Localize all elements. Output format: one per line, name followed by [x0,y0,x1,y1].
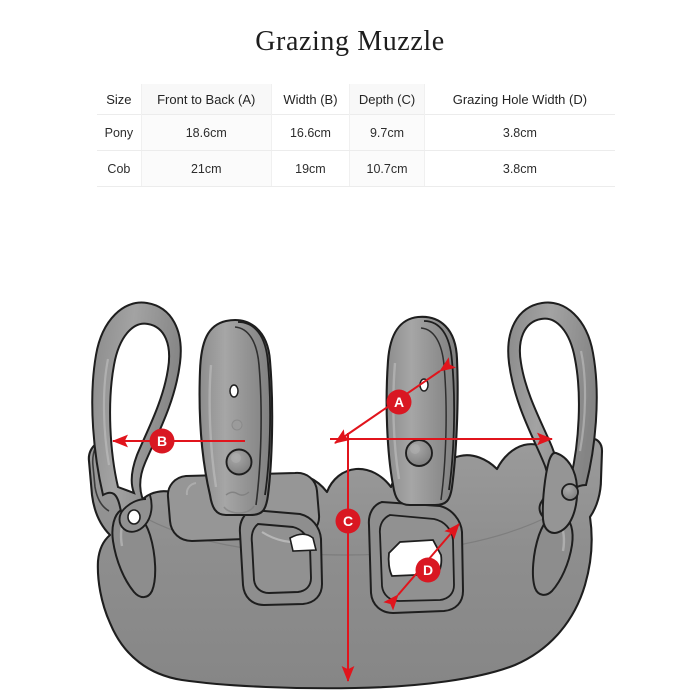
col-header-depth: Depth (C) [349,84,425,115]
marker-circle-a [386,389,412,415]
marker-badge-c: C [335,508,361,534]
cell-size-pony: Pony [97,114,142,151]
front-left-strap-hole [229,384,239,398]
marker-circle-c [335,508,361,534]
strap-bottom-curve [223,505,255,514]
left-loop-highlight [102,358,111,466]
right-loop-strap [507,301,598,534]
col-header-grazing-hole-width: Grazing Hole Width (D) [423,84,615,115]
cell-depth-cob: 10.7cm [349,150,425,187]
marker-circle-d [415,557,441,583]
front-left-strap-dimple [231,419,243,431]
left-keeper-hole [127,509,141,525]
cell-width-cob: 19cm [270,150,350,187]
col-header-size: Size [97,84,142,115]
marker-label-c: C [343,513,353,529]
cell-front-to-back-cob: 21cm [140,150,272,187]
marker-badge-b: B [149,428,175,454]
spec-table-container: Size Front to Back (A) Width (B) Depth (… [97,84,615,187]
specifications-table: Size Front to Back (A) Width (B) Depth (… [97,84,615,187]
panel-highlight [185,482,197,496]
col-header-width: Width (B) [270,84,350,115]
table-header-row: Size Front to Back (A) Width (B) Depth (… [97,84,615,115]
grazing-muzzle-illustration: A B C D [0,195,700,700]
measurement-overlay: A B C D [112,357,553,682]
left-loop-strap [91,301,182,533]
left-vent-slot [111,507,157,599]
marker-badge-d: D [415,557,441,583]
right-loop-highlight [578,350,587,452]
front-left-strap-body [198,319,274,517]
cell-front-to-back-pony: 18.6cm [140,114,272,151]
table-row: Cob 21cm 19cm 10.7cm 3.8cm [97,150,615,187]
right-loop-aperture [519,317,580,485]
front-right-strap-rivet [405,439,433,467]
marker-label-d: D [423,562,433,578]
left-triangular-aperture [289,533,318,552]
right-keeper-strap [541,451,579,534]
cell-width-pony: 16.6cm [270,114,350,151]
front-left-strap [198,319,274,517]
right-keeper-rivet [561,483,579,501]
marker-label-a: A [394,394,404,410]
cell-depth-pony: 9.7cm [349,114,425,151]
front-left-strap-rivet [225,448,253,476]
front-left-strap-fold-2 [234,326,262,506]
cell-grazing-hole-width-pony: 3.8cm [423,114,615,151]
cell-size-cob: Cob [97,150,142,187]
table-row: Pony 18.6cm 16.6cm 9.7cm 3.8cm [97,114,615,151]
measure-line-a [334,357,456,444]
cell-grazing-hole-width-cob: 3.8cm [423,150,615,187]
marker-label-b: B [157,433,167,449]
page-title: Grazing Muzzle [255,26,445,57]
table-body: Pony 18.6cm 16.6cm 9.7cm 3.8cm Cob 21cm … [97,114,615,187]
brand-embossing [225,491,250,496]
front-left-strap-fold [237,321,272,496]
marker-circle-b [149,428,175,454]
front-left-rivet-highlight [231,453,241,463]
grazing-hole-group [367,500,465,615]
muzzle-basket-body [87,437,604,690]
table-header: Size Front to Back (A) Width (B) Depth (… [97,84,615,115]
front-right-rivet-highlight [410,444,420,454]
col-header-front-to-back: Front to Back (A) [140,84,272,115]
marker-badge-a: A [386,389,412,415]
front-left-strap-highlight [208,364,218,488]
left-loop-aperture [109,322,170,495]
